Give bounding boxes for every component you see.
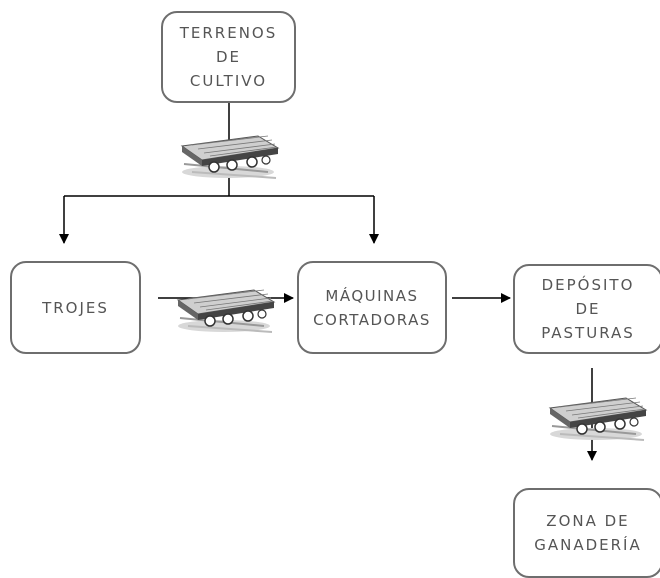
node-zona-de-ganaderia: ZONA DE GANADERÍA: [513, 488, 660, 578]
node-trojes: TROJES: [10, 261, 141, 354]
node-deposito-de-pasturas: DEPÓSITO DE PASTURAS: [513, 264, 660, 354]
node-label-deposito: DEPÓSITO DE PASTURAS: [541, 276, 635, 342]
node-label-terrenos: TERRENOS DE CULTIVO: [179, 24, 278, 90]
rail-cart-icon: [549, 397, 647, 441]
node-maquinas-cortadoras: MÁQUINAS CORTADORAS: [297, 261, 447, 354]
rail-cart-icon: [177, 289, 275, 333]
node-label-trojes: TROJES: [42, 298, 109, 317]
node-terrenos-de-cultivo: TERRENOS DE CULTIVO: [161, 11, 296, 103]
node-label-zona: ZONA DE GANADERÍA: [534, 512, 642, 554]
node-label-maquinas: MÁQUINAS CORTADORAS: [313, 286, 431, 329]
rail-cart-icon: [181, 135, 279, 179]
